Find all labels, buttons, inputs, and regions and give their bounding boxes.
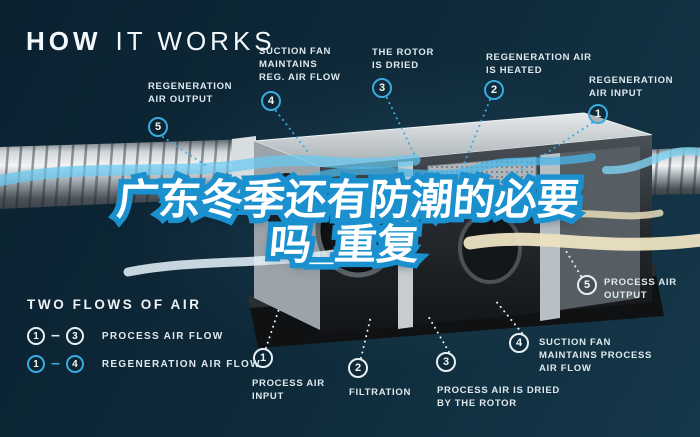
page-title-light: IT WORKS: [115, 26, 276, 56]
step-badge-proc-3: 3: [436, 352, 456, 372]
callout-label-process-dried: PROCESS AIR IS DRIED BY THE ROTOR: [437, 385, 560, 409]
callout-label-reg-input: REGENERATION AIR INPUT: [589, 75, 674, 99]
step-badge-reg-3: 3: [372, 78, 392, 98]
step-badge-reg-2: 2: [484, 80, 504, 100]
step-badge-reg-4: 4: [261, 91, 281, 111]
callout-label-reg-output: REGENERATION AIR OUTPUT: [148, 81, 233, 105]
step-badge-reg-1: 1: [588, 104, 608, 124]
callout-label-filtration: FILTRATION: [349, 387, 412, 398]
page-title-bold: HOW: [26, 26, 102, 56]
legend-circle-regeneration-from: 1: [27, 355, 45, 373]
legend-circle-process-to: 3: [65, 327, 84, 345]
page-title: HOW IT WORKS: [26, 26, 276, 57]
step-badge-reg-5: 5: [148, 117, 168, 137]
legend-circle-regeneration-to: 4: [65, 355, 84, 373]
callout-label-process-output: PROCESS AIR OUTPUT: [604, 277, 677, 301]
machine-left-panel: [254, 141, 320, 330]
legend-separator: –: [51, 327, 60, 344]
legend-label-regeneration: REGENERATION AIR FLOW: [101, 358, 261, 370]
callout-label-process-input: PROCESS AIR INPUT: [252, 378, 325, 402]
legend-circle-process-from: 1: [27, 327, 45, 345]
legend-row-process: 1 – 3 PROCESS AIR FLOW: [27, 327, 223, 345]
process-air-ribbon-output: [463, 232, 700, 251]
legend-label-process: PROCESS AIR FLOW: [101, 330, 224, 342]
interior-divider-panel: [398, 161, 413, 329]
callout-label-process-suction: SUCTION FAN MAINTAINS PROCESS AIR FLOW: [539, 337, 653, 374]
rotor-hub: [351, 222, 365, 238]
legend-heading: TWO FLOWS OF AIR: [27, 297, 202, 312]
step-badge-proc-4: 4: [509, 333, 529, 353]
process-air-ribbon-output-small: [552, 209, 664, 220]
callout-label-reg-heated: REGENERATION AIR IS HEATED: [486, 52, 592, 76]
legend-separator: –: [51, 355, 60, 372]
machine-body: [248, 112, 664, 348]
callout-label-reg-suction: SUCTION FAN MAINTAINS REG. AIR FLOW: [259, 46, 341, 83]
step-badge-proc-2: 2: [348, 358, 368, 378]
callout-label-rotor-dried: THE ROTOR IS DRIED: [372, 47, 435, 71]
step-badge-proc-5: 5: [577, 275, 597, 295]
legend-row-regeneration: 1 – 4 REGENERATION AIR FLOW: [27, 355, 261, 373]
